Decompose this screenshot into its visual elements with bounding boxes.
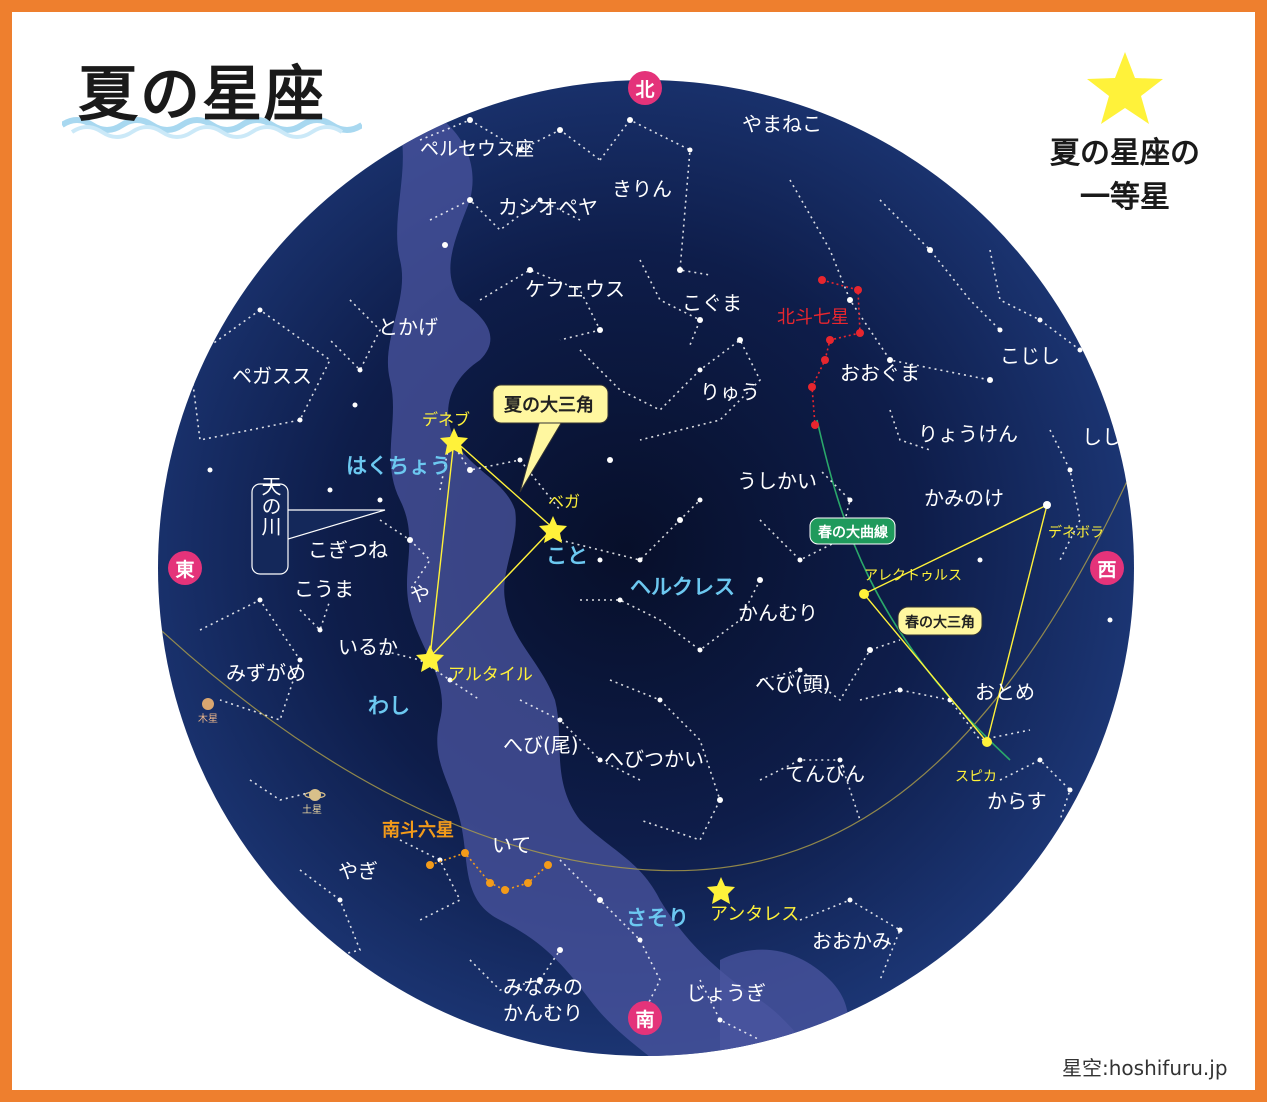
title-underline-wave <box>62 117 362 139</box>
label-hebitsukai: へびつかい <box>604 747 704 771</box>
label-pegasus: ペガスス <box>232 364 312 388</box>
milky-way <box>387 110 840 1056</box>
label-koguma: こぐま <box>682 291 742 315</box>
label-ryu: りゅう <box>700 380 760 404</box>
south-label: 南 <box>635 1009 654 1031</box>
jupiter-dot <box>202 698 214 710</box>
big-dipper <box>808 276 864 429</box>
label-minaminokanmuri-1: みなみの <box>503 975 583 999</box>
label-spring-triangle: 春の大三角 <box>904 614 975 631</box>
label-kojishi: こじし <box>1000 344 1060 368</box>
east-badge <box>168 551 202 585</box>
label-kanmuri: かんむり <box>738 601 818 625</box>
label-hebi-head: へび(頭) <box>755 672 831 696</box>
label-ushikai: うしかい <box>737 469 817 493</box>
label-big-dipper: 北斗七星 <box>777 307 849 328</box>
nanto-six-stars <box>426 849 552 894</box>
label-spica: スピカ <box>955 769 997 785</box>
legend-line-1: 夏の星座の <box>1050 136 1200 171</box>
west-badge <box>1090 551 1124 585</box>
label-ryouken: りょうけん <box>918 422 1018 446</box>
legend: 夏の星座の 一等星 <box>1040 50 1210 220</box>
label-hebi-tail: へび(尾) <box>503 733 579 757</box>
west-label: 西 <box>1097 559 1116 581</box>
antares-star <box>707 877 735 904</box>
label-ookami: おおかみ <box>812 929 892 953</box>
label-nanto: 南斗六星 <box>382 819 454 841</box>
label-tenbin: てんびん <box>785 762 865 786</box>
label-perseus: ペルセウス座 <box>420 138 534 160</box>
label-yagi: やぎ <box>338 859 378 883</box>
label-altair: アルタイル <box>448 665 533 685</box>
label-hercules: ヘルクレス <box>630 575 735 599</box>
arcturus-star <box>859 589 869 599</box>
label-cepheus: ケフェウス <box>525 277 625 301</box>
summer-triangle <box>429 438 555 659</box>
label-tokage: とかげ <box>378 315 438 339</box>
south-badge <box>628 1001 662 1035</box>
label-ite: いて <box>492 833 531 857</box>
constellation-lines <box>189 118 1081 1041</box>
summer-constellation-labels: はくちょう こと ヘルクレス わし さそり <box>346 454 735 930</box>
spring-triangle-badge: 春の大三角 <box>897 606 983 636</box>
milky-way-callout: 天の川 <box>251 476 386 575</box>
label-spring-curve: 春の大曲線 <box>817 524 888 541</box>
north-badge <box>628 71 662 105</box>
direction-badges: 北 南 東 西 <box>168 71 1124 1035</box>
label-kaminoke: かみのけ <box>924 486 1004 510</box>
label-vega: ベガ <box>548 492 580 511</box>
label-otome: おとめ <box>975 680 1035 704</box>
label-koto: こと <box>546 544 588 568</box>
ecliptic <box>158 429 1134 872</box>
label-iruka: いるか <box>338 635 398 659</box>
altair-star <box>416 645 444 672</box>
label-kouma: こうま <box>294 577 354 601</box>
label-mizugame: みずがめ <box>226 661 306 685</box>
summer-triangle-callout: 夏の大三角 <box>492 384 609 493</box>
label-karasu: からす <box>987 789 1047 813</box>
label-washi: わし <box>368 694 410 718</box>
label-yamaneko: やまねこ <box>742 112 822 136</box>
label-antares: アンタレス <box>710 904 799 925</box>
label-summer-triangle: 夏の大三角 <box>504 394 594 416</box>
label-amanogawa: 天の川 <box>258 476 282 536</box>
first-magnitude-stars <box>416 428 1051 904</box>
planets: 木星 土星 <box>198 698 326 816</box>
label-kogitsune: こぎつね <box>308 538 388 562</box>
deneb-star <box>440 428 468 455</box>
vega-star <box>539 516 567 543</box>
spring-triangle <box>862 503 1049 744</box>
title-block: 夏の星座 <box>62 40 362 140</box>
legend-line-2: 一等星 <box>1080 180 1170 215</box>
label-kirin: きりん <box>612 177 672 201</box>
north-label: 北 <box>635 79 654 101</box>
label-ooguma: おおぐま <box>840 361 920 385</box>
label-deneb: デネブ <box>422 410 470 429</box>
first-magnitude-star-icon <box>1087 52 1163 124</box>
saturn-label: 土星 <box>302 803 322 816</box>
label-cassiopeia: カシオペヤ <box>498 195 598 219</box>
label-arcturus: アレクトゥルス <box>864 568 962 584</box>
label-jougi: じょうぎ <box>686 981 766 1005</box>
star-name-labels: デネブ ベガ アルタイル アンタレス アレクトゥルス スピカ デネボラ <box>422 410 1104 925</box>
east-label: 東 <box>175 558 194 581</box>
star-dots <box>207 117 1113 1023</box>
page-title: 夏の星座 <box>78 60 326 130</box>
legend-text: 夏の星座の 一等星 <box>1040 132 1210 220</box>
denebola-star <box>1043 501 1051 509</box>
credit: 星空:hoshifuru.jp <box>1062 1056 1228 1080</box>
label-denebola: デネボラ <box>1048 524 1104 541</box>
label-ya: や <box>410 582 430 606</box>
spica-star <box>982 737 992 747</box>
jupiter-label: 木星 <box>198 713 218 725</box>
label-shishi: しし <box>1082 425 1122 449</box>
constellation-labels: やまねこ ペルセウス座 きりん カシオペヤ ケフェウス こぐま とかげ ペガスス… <box>226 112 1122 1025</box>
spring-curve-badge: 春の大曲線 <box>809 517 896 545</box>
saturn-dot <box>309 789 321 801</box>
label-minaminokanmuri-2: かんむり <box>503 1001 583 1025</box>
label-sasori: さそり <box>626 906 689 930</box>
label-hakucho: はくちょう <box>346 454 451 478</box>
